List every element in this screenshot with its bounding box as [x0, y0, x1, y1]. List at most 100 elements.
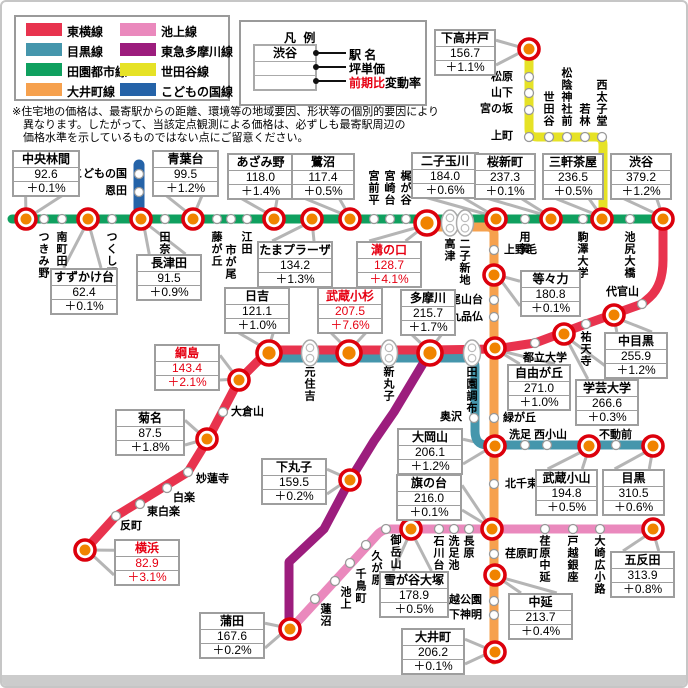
- price-box-value: 194.8: [537, 487, 596, 501]
- major-station-武蔵小山: [577, 434, 601, 458]
- price-box-value: 237.3: [476, 171, 534, 185]
- price-box-value: 82.9: [116, 557, 178, 571]
- map-key-panel: 凡 例 渋谷 駅 名 坪単価 前期比変動率: [239, 20, 427, 106]
- station-奥沢: [468, 412, 480, 424]
- price-box-change: ＋1.3%: [275, 272, 315, 286]
- legend-swatch: [120, 43, 156, 56]
- price-box-value: 266.6: [577, 397, 637, 411]
- station-つきみ野: [38, 213, 50, 225]
- major-station-長津田: [129, 207, 153, 231]
- station-田奈: [159, 213, 171, 225]
- station-池尻大橋: [624, 213, 636, 225]
- price-box-title: 日吉: [226, 289, 288, 305]
- price-box-title: 五反田: [612, 553, 673, 569]
- price-box-title: 等々力: [522, 272, 579, 288]
- legend-label: 東横線: [67, 25, 104, 39]
- station-妙蓮寺: [182, 466, 194, 478]
- station-label-妙蓮寺: 妙蓮寺: [196, 473, 229, 485]
- key-sample-price-row: [255, 61, 315, 75]
- price-box-title: 武蔵小山: [537, 471, 596, 487]
- station-池上: [329, 575, 341, 587]
- price-box-change: ＋0.2%: [212, 643, 252, 657]
- major-station-蒲田: [278, 617, 302, 641]
- major-station-すずかけ台: [76, 207, 100, 231]
- station-こどもの国: [133, 168, 145, 180]
- legend-label: 目黒線: [67, 45, 104, 59]
- price-box-title: 蒲田: [201, 614, 263, 630]
- price-box-change: ＋1.1%: [445, 60, 485, 74]
- price-box-value: 91.5: [138, 272, 200, 286]
- station-宮の坂: [523, 104, 535, 116]
- legend-label: 池上線: [161, 25, 198, 39]
- legend-swatch: [120, 83, 156, 96]
- price-box-change: ＋0.9%: [149, 285, 189, 299]
- price-box-title: 目黒: [604, 471, 663, 487]
- station-反町: [110, 510, 122, 522]
- major-station-日吉: [255, 339, 283, 367]
- station-label-御岳山: 御岳山: [389, 534, 401, 570]
- station-蓮沼: [309, 593, 321, 605]
- price-box-value: 379.2: [612, 171, 670, 185]
- station-label-荏原町: 荏原町: [505, 548, 538, 560]
- price-box-title: すずかけ台: [52, 270, 116, 286]
- price-box-change: ＋1.2%: [410, 459, 450, 473]
- station-label-池上: 池上: [339, 586, 351, 610]
- station-世田谷: [543, 131, 555, 143]
- station-代官山: [636, 298, 648, 310]
- major-station-菊名: [195, 427, 219, 451]
- station-つくし野: [106, 213, 118, 225]
- station-label-石川台: 石川台: [432, 535, 444, 571]
- station-label-白楽: 白楽: [173, 492, 195, 504]
- station-label-藤が丘: 藤が丘: [210, 231, 222, 267]
- price-box-change: ＋0.5%: [394, 602, 434, 616]
- station-緑が丘: [488, 412, 500, 424]
- major-station-下丸子: [338, 468, 362, 492]
- price-box-change: ＋0.1%: [413, 659, 453, 673]
- station-御岳山: [380, 523, 392, 535]
- station-label-千鳥町: 千鳥町: [354, 568, 366, 604]
- station-label-上町: 上町: [491, 130, 513, 142]
- major-station-下高井戸: [517, 37, 541, 61]
- key-line-station: [316, 52, 346, 54]
- station-高津: [440, 209, 460, 237]
- price-box-change: ＋0.1%: [485, 184, 525, 198]
- price-box-change: ＋0.4%: [520, 624, 561, 638]
- station-東白楽: [134, 498, 146, 510]
- station-label-田園調布: 田園調布: [465, 366, 477, 414]
- station-不動前: [610, 439, 622, 451]
- legend-label: 田園都市線: [67, 65, 128, 79]
- price-box-value: 213.7: [510, 611, 571, 625]
- station-北千束: [488, 478, 500, 490]
- price-box-value: 236.5: [544, 171, 602, 185]
- price-box-value: 159.5: [263, 476, 325, 490]
- station-label-松陰神社前: 松陰神社前: [560, 67, 572, 127]
- price-box-change: ＋1.7%: [408, 320, 448, 334]
- price-box-title: 鷺沼: [293, 155, 353, 171]
- price-box-change: ＋1.2%: [621, 184, 661, 198]
- leader-line-桜新町: [485, 196, 552, 219]
- price-box-change: ＋0.5%: [303, 184, 343, 198]
- station-label-祐天寺: 祐天寺: [579, 331, 591, 367]
- major-station-雪が谷大塚: [399, 517, 423, 541]
- price-box-change: ＋0.5%: [553, 184, 593, 198]
- station-label-戸越公園: 戸越公園: [438, 594, 482, 606]
- station-都立大学: [529, 337, 541, 349]
- price-box-title: 渋谷: [612, 155, 670, 171]
- key-line-rate: [316, 80, 346, 82]
- price-box-title: 下丸子: [263, 460, 325, 476]
- price-box-title: 武蔵小杉: [319, 289, 381, 305]
- price-box-value: 118.0: [229, 171, 292, 185]
- key-sample-station-name: 渋谷: [272, 46, 297, 60]
- key-title: 凡 例: [284, 31, 318, 45]
- station-田園調布: [462, 339, 482, 367]
- station-白楽: [161, 482, 173, 494]
